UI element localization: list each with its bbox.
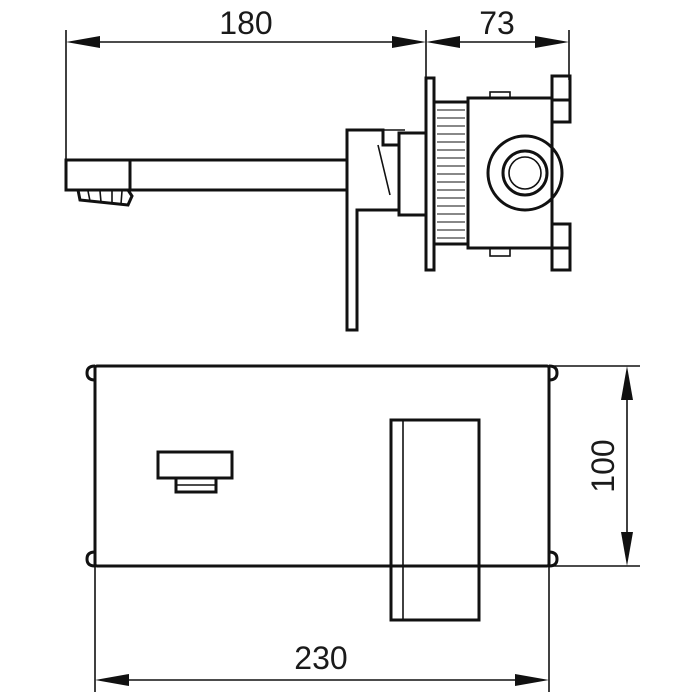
dimension-100: 100 [549,365,640,567]
valve-outlet-ring [486,134,564,212]
dimension-label-73: 73 [479,5,515,41]
dimension-label-180: 180 [219,5,272,41]
dimension-230: 230 [94,566,550,692]
side-view: 180 73 [64,5,572,332]
front-view: 100 230 [85,364,640,692]
lever-handle [345,128,428,332]
spout-outlet-front [156,450,234,494]
dimension-73: 73 [426,5,570,80]
threaded-sleeve [432,100,470,246]
spout [64,158,349,207]
dimension-180: 180 [65,5,427,160]
valve-body [466,74,572,272]
dimension-label-100: 100 [585,439,621,492]
dimension-label-230: 230 [294,640,347,676]
lever-front [389,418,481,622]
